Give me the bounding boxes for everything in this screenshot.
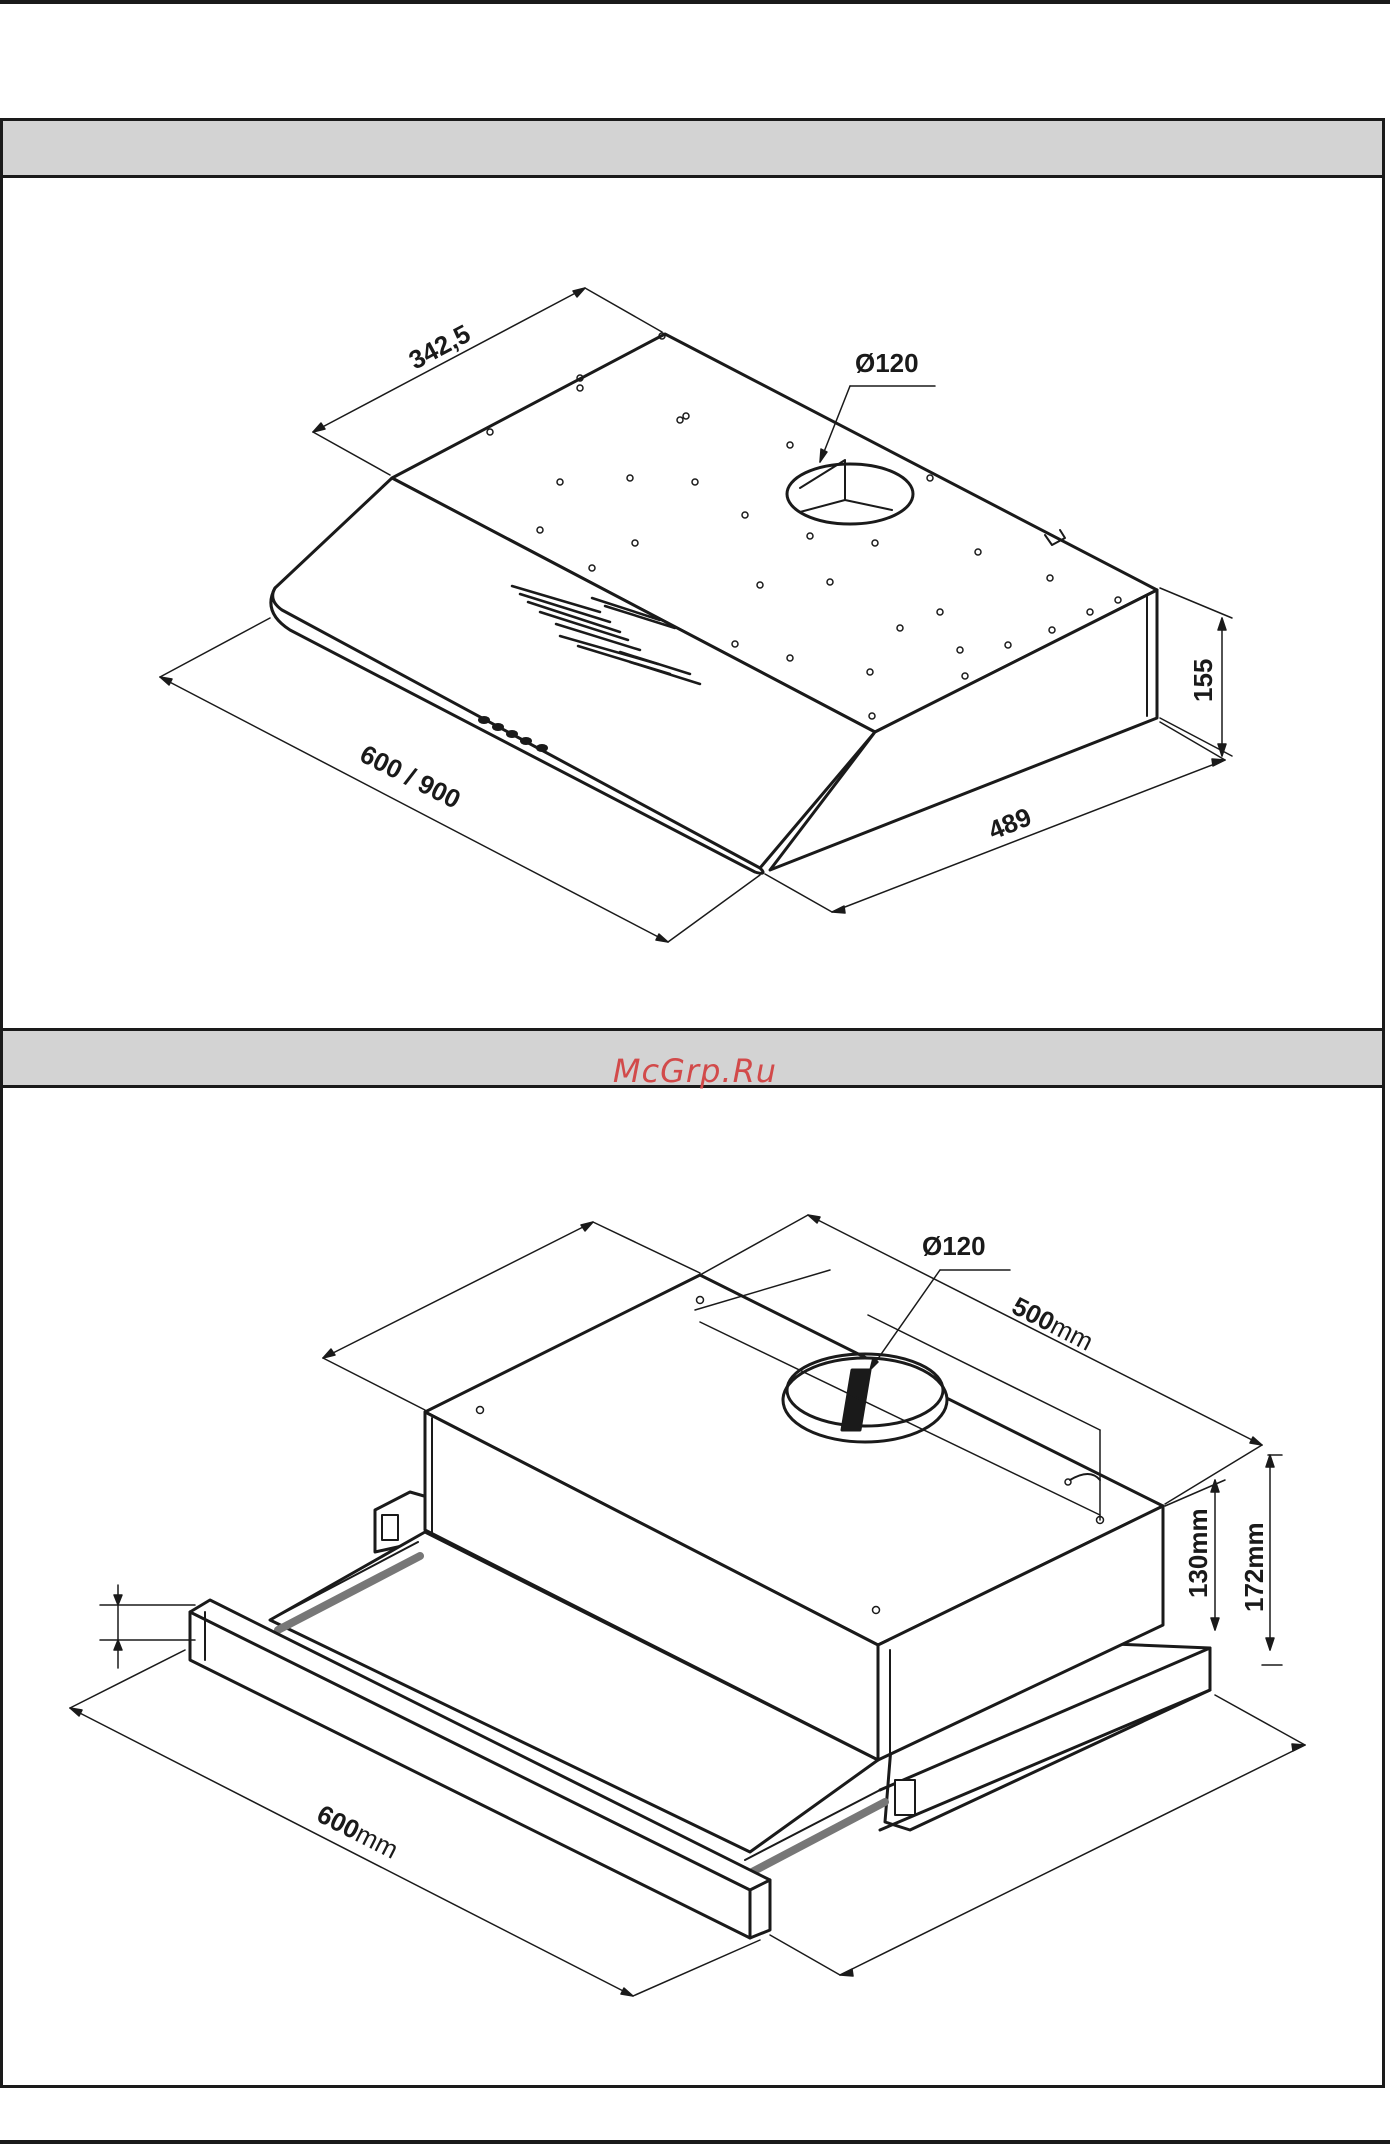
dim-height-outer-label: 172mm [1239, 1522, 1269, 1612]
dim-depth-label: 489 [984, 801, 1035, 845]
dim-duct-label-2: Ø120 [922, 1231, 986, 1261]
dim-depth-label-2: 500mm [1007, 1291, 1098, 1357]
dim-width-label: 600 / 900 [355, 739, 465, 815]
hood-drawing-1 [271, 333, 1157, 873]
watermark-text: McGrp.Ru [0, 1052, 1390, 1090]
dim-height-inner-label: 130mm [1183, 1508, 1213, 1598]
dim-height-label: 155 [1188, 659, 1218, 702]
dim-duct-label: Ø120 [855, 348, 919, 378]
dim-depth-top-label: 342,5 [404, 318, 476, 375]
